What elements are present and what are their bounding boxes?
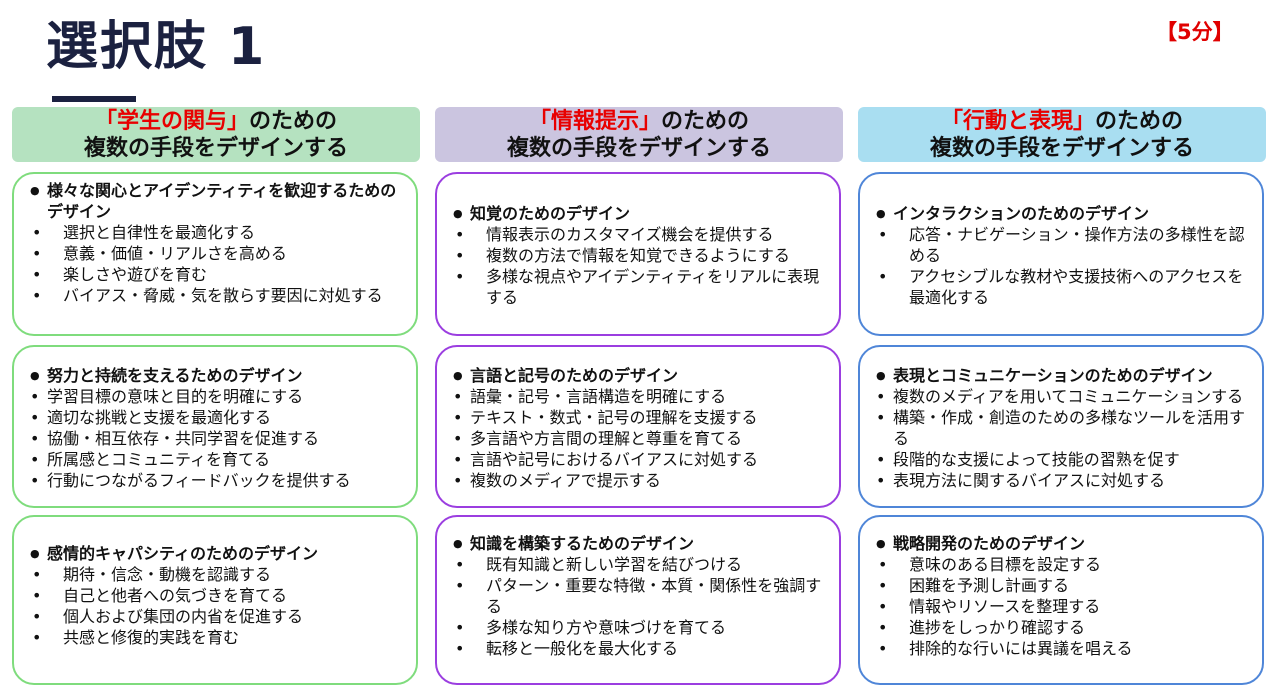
list-item: アクセシブルな教材や支援技術へのアクセスを最適化する [876, 266, 1252, 308]
card-list: 複数のメディアを用いてコミュニケーションする 構築・作成・創造のための多様なツー… [876, 386, 1252, 491]
card-list: 意味のある目標を設定する 困難を予測し計画する 情報やリソースを整理する 進捗を… [876, 554, 1252, 659]
card-perception: 知覚のためのデザイン 情報表示のカスタマイズ機会を提供する 複数の方法で情報を知… [435, 172, 841, 336]
list-item: 楽しさや遊びを育む [30, 264, 406, 285]
card-list: 情報表示のカスタマイズ機会を提供する 複数の方法で情報を知覚できるようにする 多… [453, 224, 829, 308]
title-underline [52, 96, 136, 102]
list-item: 個人および集団の内省を促進する [30, 606, 406, 627]
header-line1-rest: のための [661, 109, 750, 134]
card-list: 応答・ナビゲーション・操作方法の多様性を認める アクセシブルな教材や支援技術への… [876, 224, 1252, 308]
list-item: 応答・ナビゲーション・操作方法の多様性を認める [876, 224, 1252, 266]
header-highlight: 「学生の関与」 [94, 109, 249, 134]
column-header-action-expression: 「行動と表現」のための 複数の手段をデザインする [858, 107, 1266, 162]
list-item: パターン・重要な特徴・本質・関係性を強調する [453, 575, 829, 617]
card-emotional-capacity: 感情的キャパシティのためのデザイン 期待・信念・動機を認識する 自己と他者への気… [12, 515, 418, 685]
list-item: 行動につながるフィードバックを提供する [30, 470, 406, 491]
list-item: 期待・信念・動機を認識する [30, 564, 406, 585]
header-line2: 複数の手段をデザインする [83, 136, 348, 161]
card-list: 選択と自律性を最適化する 意義・価値・リアルさを高める 楽しさや遊びを育む バイ… [30, 222, 406, 306]
card-title: 知識を構築するためのデザイン [453, 533, 829, 554]
list-item: 適切な挑戦と支援を最適化する [30, 407, 406, 428]
card-list: 期待・信念・動機を認識する 自己と他者への気づきを育てる 個人および集団の内省を… [30, 564, 406, 648]
list-item: 複数のメディアで提示する [453, 470, 829, 491]
time-badge: 【5分】 [1156, 20, 1234, 44]
header-line1-rest: のための [249, 109, 338, 134]
list-item: 多様な視点やアイデンティティをリアルに表現する [453, 266, 829, 308]
card-title: 知覚のためのデザイン [453, 203, 829, 224]
card-title: 様々な関心とアイデンティティを歓迎するためのデザイン [30, 180, 406, 222]
card-list: 語彙・記号・言語構造を明確にする テキスト・数式・記号の理解を支援する 多言語や… [453, 386, 829, 491]
list-item: 段階的な支援によって技能の習熟を促す [876, 449, 1252, 470]
list-item: 表現方法に関するバイアスに対処する [876, 470, 1252, 491]
list-item: 語彙・記号・言語構造を明確にする [453, 386, 829, 407]
list-item: 情報やリソースを整理する [876, 596, 1252, 617]
card-interaction: インタラクションのためのデザイン 応答・ナビゲーション・操作方法の多様性を認める… [858, 172, 1264, 336]
list-item: 所属感とコミュニティを育てる [30, 449, 406, 470]
card-list: 学習目標の意味と目的を明確にする 適切な挑戦と支援を最適化する 協働・相互依存・… [30, 386, 406, 491]
header-line2: 複数の手段をデザインする [929, 136, 1194, 161]
card-language-symbols: 言語と記号のためのデザイン 語彙・記号・言語構造を明確にする テキスト・数式・記… [435, 345, 841, 508]
list-item: 複数の方法で情報を知覚できるようにする [453, 245, 829, 266]
list-item: バイアス・脅威・気を散らす要因に対処する [30, 285, 406, 306]
list-item: 排除的な行いには異議を唱える [876, 638, 1252, 659]
list-item: 多言語や方言間の理解と尊重を育てる [453, 428, 829, 449]
header-highlight: 「行動と表現」 [940, 109, 1095, 134]
list-item: 困難を予測し計画する [876, 575, 1252, 596]
list-item: 既有知識と新しい学習を結びつける [453, 554, 829, 575]
card-welcoming-interests: 様々な関心とアイデンティティを歓迎するためのデザイン 選択と自律性を最適化する … [12, 172, 418, 336]
list-item: 共感と修復的実践を育む [30, 627, 406, 648]
card-title: 努力と持続を支えるためのデザイン [30, 365, 406, 386]
column-header-representation: 「情報提示」のための 複数の手段をデザインする [435, 107, 843, 162]
list-item: 情報表示のカスタマイズ機会を提供する [453, 224, 829, 245]
header-highlight: 「情報提示」 [528, 109, 661, 134]
card-title: インタラクションのためのデザイン [876, 203, 1252, 224]
list-item: 意義・価値・リアルさを高める [30, 243, 406, 264]
column-header-engagement: 「学生の関与」のための 複数の手段をデザインする [12, 107, 420, 162]
card-title: 感情的キャパシティのためのデザイン [30, 543, 406, 564]
list-item: 構築・作成・創造のための多様なツールを活用する [876, 407, 1252, 449]
list-item: 協働・相互依存・共同学習を促進する [30, 428, 406, 449]
card-title: 言語と記号のためのデザイン [453, 365, 829, 386]
card-building-knowledge: 知識を構築するためのデザイン 既有知識と新しい学習を結びつける パターン・重要な… [435, 515, 841, 685]
card-title: 戦略開発のためのデザイン [876, 533, 1252, 554]
page-title: 選択肢 1 [46, 17, 267, 77]
card-effort-persistence: 努力と持続を支えるためのデザイン 学習目標の意味と目的を明確にする 適切な挑戦と… [12, 345, 418, 508]
list-item: 意味のある目標を設定する [876, 554, 1252, 575]
card-expression-communication: 表現とコミュニケーションのためのデザイン 複数のメディアを用いてコミュニケーショ… [858, 345, 1264, 508]
list-item: 複数のメディアを用いてコミュニケーションする [876, 386, 1252, 407]
list-item: 言語や記号におけるバイアスに対処する [453, 449, 829, 470]
list-item: 選択と自律性を最適化する [30, 222, 406, 243]
list-item: 学習目標の意味と目的を明確にする [30, 386, 406, 407]
list-item: 転移と一般化を最大化する [453, 638, 829, 659]
header-line2: 複数の手段をデザインする [506, 136, 771, 161]
header-line1-rest: のための [1095, 109, 1184, 134]
list-item: 進捗をしっかり確認する [876, 617, 1252, 638]
card-list: 既有知識と新しい学習を結びつける パターン・重要な特徴・本質・関係性を強調する … [453, 554, 829, 659]
list-item: テキスト・数式・記号の理解を支援する [453, 407, 829, 428]
card-title: 表現とコミュニケーションのためのデザイン [876, 365, 1252, 386]
card-strategy-development: 戦略開発のためのデザイン 意味のある目標を設定する 困難を予測し計画する 情報や… [858, 515, 1264, 685]
list-item: 自己と他者への気づきを育てる [30, 585, 406, 606]
list-item: 多様な知り方や意味づけを育てる [453, 617, 829, 638]
